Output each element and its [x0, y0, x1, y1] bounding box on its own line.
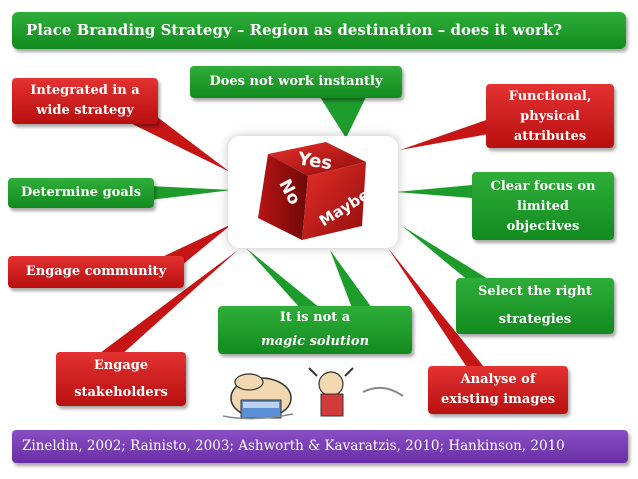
box-functional-label: Functional, physical attributes — [508, 89, 592, 144]
box-magic-line1: It is not a — [279, 310, 351, 325]
connector-functional — [400, 118, 500, 150]
box-does-not-work: Does not work instantly — [190, 66, 402, 98]
dice-icon: Yes No Maybe — [258, 142, 372, 240]
box-magic-line2: magic solution — [260, 334, 370, 349]
box-engage-community: Engage community — [8, 256, 184, 288]
connector-clear-focus — [396, 185, 472, 198]
connector-analyse — [388, 248, 488, 372]
box-does-not-work-label: Does not work instantly — [209, 74, 383, 89]
box-integrated: Integrated in a wide strategy — [12, 78, 158, 124]
box-engage-community-label: Engage community — [25, 264, 167, 279]
box-functional: Functional, physical attributes — [486, 84, 614, 148]
connector-engage-stakeholders — [96, 250, 238, 356]
connector-magic-right — [330, 250, 372, 308]
box-engage-stakeholders-line1: Engage — [93, 358, 149, 373]
box-select-strategies-line2: strategies — [498, 312, 572, 327]
cartoon-illustration — [213, 362, 413, 426]
cartoon-icon — [222, 367, 404, 420]
box-magic: It is not a magic solution — [218, 306, 412, 354]
box-clear-focus-label: Clear focus on limited objectives — [490, 179, 596, 234]
connector-does-not-work — [320, 97, 366, 138]
connector-select-strategies — [402, 226, 490, 282]
connector-magic — [246, 248, 320, 308]
connector-determine-goals — [150, 186, 232, 200]
box-analyse-label: Analyse of existing images — [440, 372, 556, 407]
page-title: Place Branding Strategy – Region as dest… — [12, 12, 626, 49]
box-engage-stakeholders: Engage stakeholders — [56, 352, 186, 406]
box-integrated-label: Integrated in a wide strategy — [30, 83, 140, 118]
box-engage-stakeholders-line2: stakeholders — [74, 385, 168, 400]
connector-integrated — [120, 110, 230, 172]
box-select-strategies: Select the right strategies — [456, 278, 614, 334]
box-determine-goals: Determine goals — [8, 178, 154, 208]
box-select-strategies-line1: Select the right — [478, 284, 592, 299]
box-analyse: Analyse of existing images — [428, 366, 568, 414]
dice-word-yes: Yes — [296, 148, 334, 174]
references-footer: Zineldin, 2002; Rainisto, 2003; Ashworth… — [12, 430, 628, 463]
box-clear-focus: Clear focus on limited objectives — [472, 172, 614, 240]
dice-image: Yes No Maybe — [228, 136, 398, 248]
box-determine-goals-label: Determine goals — [20, 185, 142, 200]
